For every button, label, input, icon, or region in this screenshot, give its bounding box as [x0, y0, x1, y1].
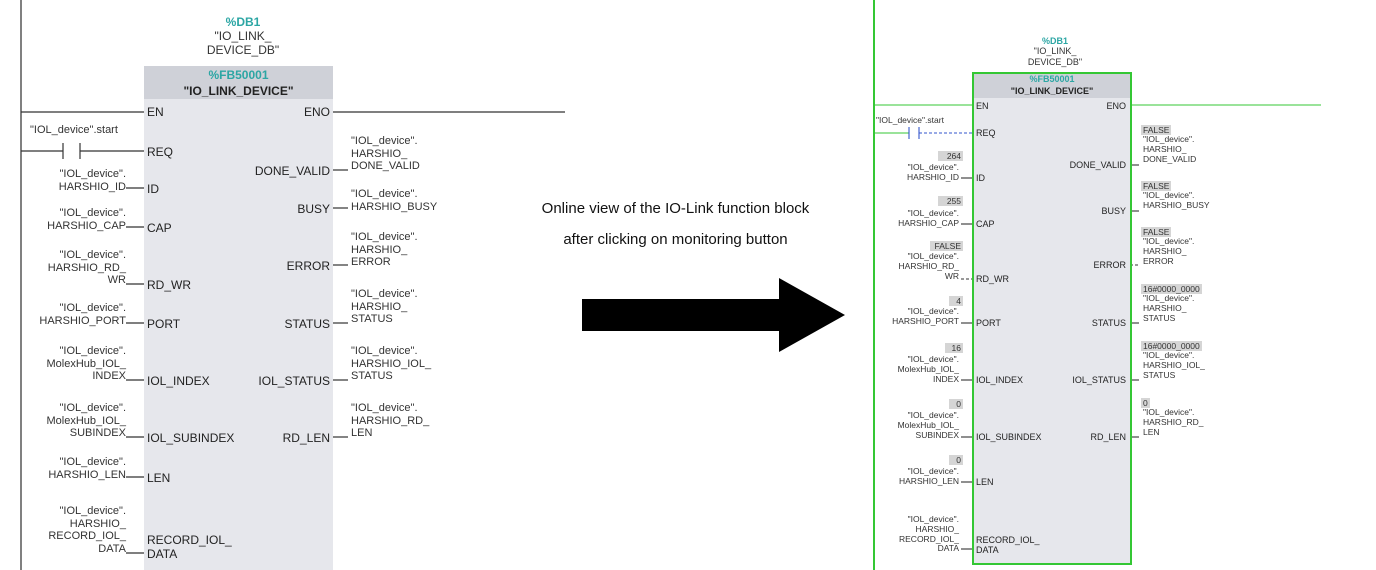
pin-iol-status-online: IOL_STATUS	[1072, 375, 1126, 385]
db-name: "IO_LINK_ DEVICE_DB"	[206, 28, 280, 57]
contact-label: "IOL_device".start	[30, 124, 118, 136]
output-var-status-online: "IOL_device". HARSHIO_ STATUS	[1143, 293, 1195, 323]
input-value-iol-index: 16	[945, 343, 963, 354]
input-var-record: "IOL_device". HARSHIO_ RECORD_IOL_ DATA	[48, 505, 126, 555]
power-rail-online	[873, 0, 875, 570]
pin-busy: BUSY	[297, 202, 330, 216]
pin-busy-online: BUSY	[1101, 206, 1126, 216]
output-var-busy-online: "IOL_device". HARSHIO_BUSY	[1143, 190, 1210, 210]
input-var-rd-wr: "IOL_device". HARSHIO_RD_ WR	[47, 249, 126, 287]
output-var-iol-status-online: "IOL_device". HARSHIO_IOL_ STATUS	[1143, 350, 1205, 380]
arrow-caption: Online view of the IO-Link function bloc…	[493, 193, 858, 255]
pin-record-iol-data-online: RECORD_IOL_ DATA	[976, 535, 1040, 556]
pin-id-online: ID	[976, 173, 985, 183]
output-var-rd-len-online: "IOL_device". HARSHIO_RD_ LEN	[1143, 407, 1204, 437]
pin-error: ERROR	[286, 259, 330, 273]
fb-number-online: %FB50001	[1029, 74, 1075, 84]
offline-view-panel: %DB1 "IO_LINK_ DEVICE_DB" %FB50001 "IO_L…	[0, 0, 575, 570]
pin-port: PORT	[147, 317, 181, 331]
function-block-online[interactable]: %FB50001 "IO_LINK_DEVICE"	[972, 72, 1132, 565]
input-var-port-online: "IOL_device". HARSHIO_PORT	[892, 306, 959, 326]
input-var-cap: "IOL_device". HARSHIO_CAP	[47, 207, 126, 232]
input-var-iol-index: "IOL_device". MolexHub_IOL_ INDEX	[46, 345, 127, 383]
pin-done-valid: DONE_VALID	[254, 164, 330, 178]
input-value-iol-subindex: 0	[949, 399, 963, 410]
input-var-iol-index-online: "IOL_device". MolexHub_IOL_ INDEX	[897, 354, 959, 384]
output-var-iol-status: "IOL_device". HARSHIO_IOL_ STATUS	[351, 345, 432, 383]
input-value-rd-wr: FALSE	[930, 241, 963, 252]
power-rail	[20, 0, 22, 570]
fb-name-online: "IO_LINK_DEVICE"	[1010, 86, 1094, 96]
pin-rd-wr: RD_WR	[147, 278, 191, 292]
output-value-done-valid: FALSE	[1141, 125, 1172, 136]
instance-db-header: %DB1 "IO_LINK_ DEVICE_DB"	[183, 15, 303, 57]
pin-rd-len: RD_LEN	[282, 431, 330, 445]
pin-record-iol-data: RECORD_IOL_ DATA	[147, 533, 232, 561]
offline-wires	[21, 111, 565, 554]
input-var-iol-subindex: "IOL_device". MolexHub_IOL_ SUBINDEX	[46, 402, 127, 440]
input-value-len: 0	[949, 455, 963, 466]
fb-name: "IO_LINK_DEVICE"	[183, 84, 294, 98]
input-var-cap-online: "IOL_device". HARSHIO_CAP	[898, 208, 959, 228]
caption-line-1: Online view of the IO-Link function bloc…	[541, 200, 810, 217]
output-var-rd-len: "IOL_device". HARSHIO_RD_ LEN	[351, 402, 430, 440]
pin-iol-subindex: IOL_SUBINDEX	[147, 431, 235, 445]
output-var-status: "IOL_device". HARSHIO_ STATUS	[351, 288, 418, 326]
function-block-header: %FB50001 "IO_LINK_DEVICE"	[144, 66, 333, 99]
pin-req-online: REQ	[976, 128, 996, 138]
pin-en: EN	[147, 105, 164, 119]
db-number: %DB1	[225, 15, 261, 29]
pin-iol-index: IOL_INDEX	[147, 374, 210, 388]
input-var-rd-wr-online: "IOL_device". HARSHIO_RD_ WR	[898, 251, 959, 281]
output-var-done-valid: "IOL_device". HARSHIO_ DONE_VALID	[351, 135, 420, 173]
pin-status-online: STATUS	[1091, 318, 1126, 328]
pin-done-valid-online: DONE_VALID	[1069, 160, 1126, 170]
output-var-done-valid-online: "IOL_device". HARSHIO_ DONE_VALID	[1143, 134, 1197, 164]
pin-iol-status: IOL_STATUS	[258, 374, 330, 388]
input-var-id-online: "IOL_device". HARSHIO_ID	[907, 162, 959, 182]
pin-iol-subindex-online: IOL_SUBINDEX	[976, 432, 1042, 442]
output-var-error: "IOL_device". HARSHIO_ ERROR	[351, 231, 418, 269]
pin-len: LEN	[147, 471, 171, 485]
pin-req: REQ	[147, 145, 174, 159]
pin-eno: ENO	[303, 105, 330, 119]
output-var-busy: "IOL_device". HARSHIO_BUSY	[351, 188, 438, 213]
output-value-iol-status: 16#0000_0000	[1141, 341, 1202, 352]
input-var-len-online: "IOL_device". HARSHIO_LEN	[899, 466, 959, 486]
input-value-port: 4	[949, 296, 963, 307]
pin-cap: CAP	[147, 221, 172, 235]
pin-error-online: ERROR	[1093, 260, 1126, 270]
output-value-busy: FALSE	[1141, 181, 1172, 192]
pin-cap-online: CAP	[976, 219, 995, 229]
db-name-online: "IO_LINK_ DEVICE_DB"	[1027, 46, 1083, 67]
online-view-panel: %DB1 "IO_LINK_ DEVICE_DB" %FB50001 "IO_L…	[845, 0, 1376, 570]
input-var-len: "IOL_device". HARSHIO_LEN	[48, 456, 126, 481]
pin-iol-index-online: IOL_INDEX	[976, 375, 1024, 385]
pin-id: ID	[147, 182, 159, 196]
pin-port-online: PORT	[976, 318, 1001, 328]
function-block-header-online: %FB50001 "IO_LINK_DEVICE"	[974, 74, 1130, 98]
pin-rd-len-online: RD_LEN	[1090, 432, 1126, 442]
caption-line-2: after clicking on monitoring button	[563, 231, 788, 248]
instance-db-header-online: %DB1 "IO_LINK_ DEVICE_DB"	[1005, 36, 1105, 67]
pin-status: STATUS	[284, 317, 330, 331]
input-value-cap: 255	[938, 196, 963, 207]
contact-label-online: "IOL_device".start	[876, 115, 944, 125]
pin-len-online: LEN	[976, 477, 994, 487]
input-var-record-online: "IOL_device". HARSHIO_ RECORD_IOL_ DATA	[899, 514, 959, 554]
input-value-id: 264	[938, 151, 963, 162]
input-var-id: "IOL_device". HARSHIO_ID	[58, 168, 126, 193]
output-value-rd-len: 0	[1141, 398, 1150, 409]
input-var-iol-subindex-online: "IOL_device". MolexHub_IOL_ SUBINDEX	[897, 410, 959, 440]
fb-number: %FB50001	[208, 68, 269, 82]
input-var-port: "IOL_device". HARSHIO_PORT	[39, 302, 126, 327]
output-value-status: 16#0000_0000	[1141, 284, 1202, 295]
pin-rd-wr-online: RD_WR	[976, 274, 1009, 284]
output-value-error: FALSE	[1141, 227, 1172, 238]
pin-en-online: EN	[976, 101, 989, 111]
function-block[interactable]: %FB50001 "IO_LINK_DEVICE"	[144, 66, 333, 570]
db-number-online: %DB1	[1041, 36, 1068, 46]
output-var-error-online: "IOL_device". HARSHIO_ ERROR	[1143, 236, 1195, 266]
pin-eno-online: ENO	[1106, 101, 1126, 111]
